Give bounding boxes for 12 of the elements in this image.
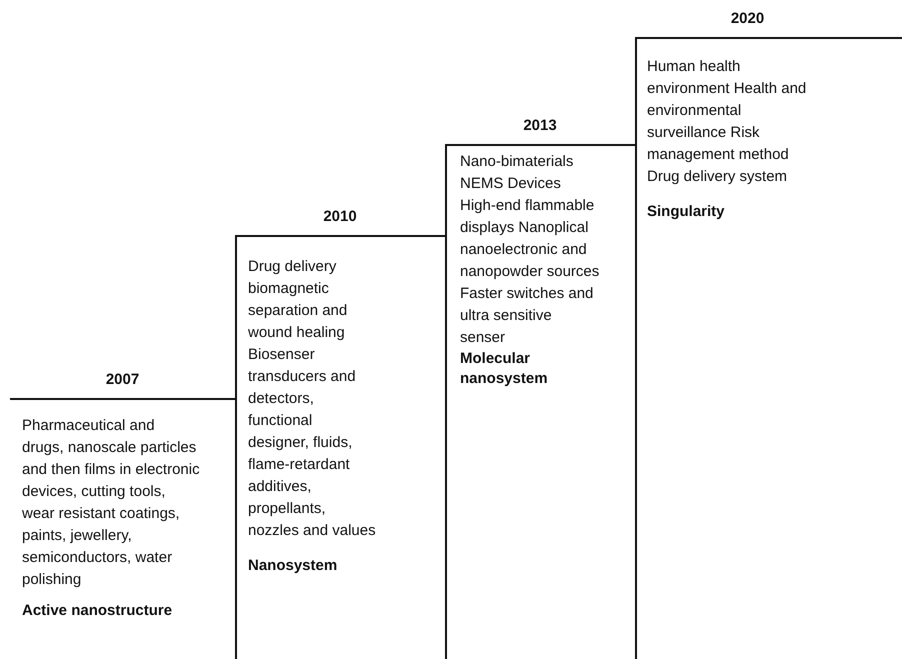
description-text: Nano-bimaterials NEMS Devices High-end flammable displays Nanoplical nanoelectronic and nanopowder sources Faster switches and ultra sensitive senser [460,152,600,348]
stage-name: Singularity [647,202,726,222]
stage-name: Molecular nanosystem [460,349,549,389]
year-label: 2013 [522,117,558,134]
year-label: 2010 [322,208,358,225]
year-label: 2020 [730,10,766,27]
stage-name: Active nanostructure [22,601,174,621]
description-text: Pharmaceutical and drugs, nanoscale particles and then films in electronic devices, cutting tools, wear resistant coatings, paints, jewellery, semiconductors, water polishing [22,416,200,590]
stage-name: Nanosystem [248,556,338,576]
description-text: Human health environment Health and environmental surveillance Risk management method Drug delivery system [647,57,807,187]
description-text: Drug delivery biomagnetic separation and wound healing Biosenser transducers and detectors, functional designer, fluids, flame-retardant additives, propellants, nozzles and values [248,257,376,541]
year-label: 2007 [104,371,140,388]
